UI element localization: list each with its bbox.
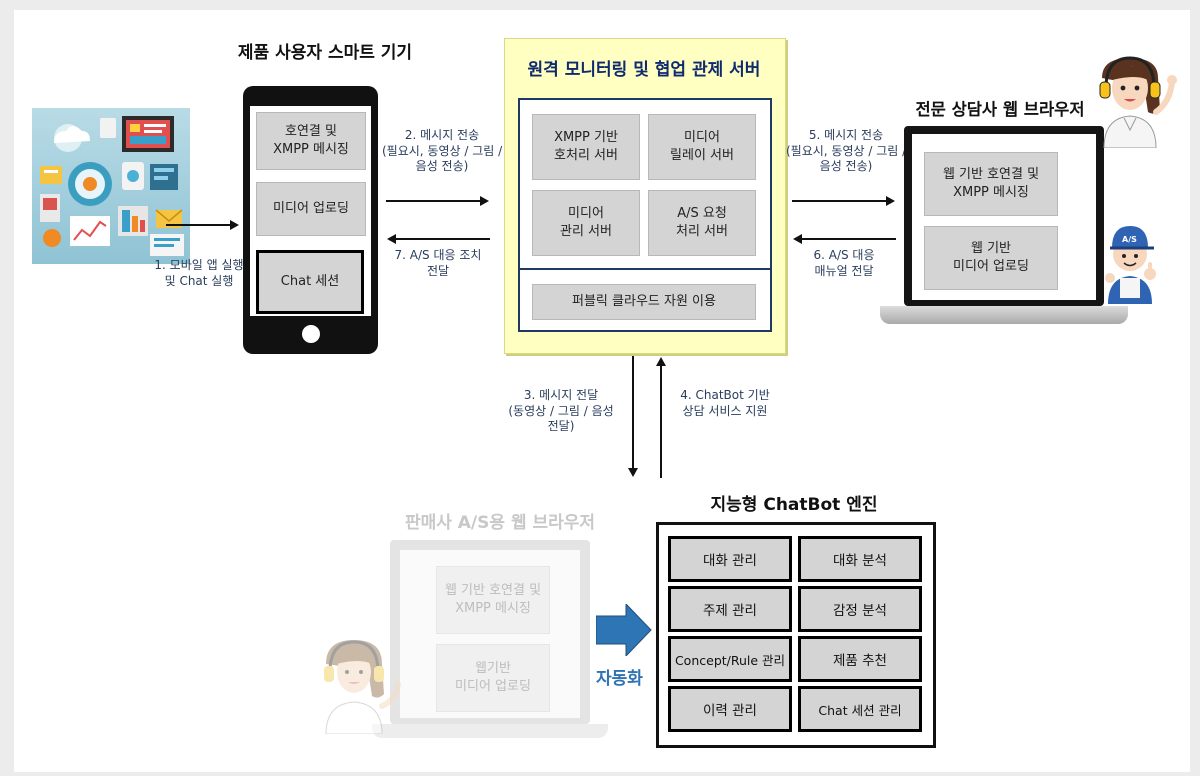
product-recommendation-cell: 제품 추천 xyxy=(798,636,922,682)
expert-title: 전문 상담사 웹 브라우저 xyxy=(915,100,1085,119)
arrow-step-4 xyxy=(655,356,667,482)
as-engineer-avatar: A/S xyxy=(1100,218,1162,304)
as-badge-text: A/S xyxy=(1122,235,1137,244)
dialog-analysis-cell: 대화 분석 xyxy=(798,536,922,582)
mobile-apps-illustration xyxy=(30,88,192,264)
step-5-label: 5. 메시지 전송(필요시, 동영상 / 그림 /음성 전송) xyxy=(786,128,907,174)
topic-management-cell: 주제 관리 xyxy=(668,586,792,632)
arrow-step-5 xyxy=(792,192,896,211)
home-button xyxy=(302,325,320,343)
expert-laptop-base xyxy=(880,306,1128,324)
arrow-step-2 xyxy=(386,192,490,211)
chatbot-title: 지능형 ChatBot 엔진 xyxy=(710,495,878,515)
consultant-avatar xyxy=(1090,56,1180,149)
chat-session-box[interactable]: Chat 세션 xyxy=(256,250,364,314)
public-cloud-box: 퍼블릭 클라우드 자원 이용 xyxy=(532,284,756,320)
media-uploading-box: 미디어 업로딩 xyxy=(256,182,366,236)
smartphone-title: 제품 사용자 스마트 기기 xyxy=(237,43,413,63)
automation-label: 자동화 xyxy=(596,669,643,689)
server-divider xyxy=(518,268,770,270)
arrow-step-6 xyxy=(792,230,896,249)
concept-rule-management-cell: Concept/Rule 관리 xyxy=(668,636,792,682)
automation-arrow xyxy=(595,602,652,660)
step-2-label: 2. 메시지 전송(필요시, 동영상 / 그림 /음성 전송) xyxy=(382,128,503,174)
seller-title: 판매사 A/S용 웹 브라우저 xyxy=(404,513,596,533)
history-management-cell: 이력 관리 xyxy=(668,686,792,732)
dialog-management-cell: 대화 관리 xyxy=(668,536,792,582)
sentiment-analysis-cell: 감정 분석 xyxy=(798,586,922,632)
chat-session-management-cell: Chat 세션 관리 xyxy=(798,686,922,732)
arrow-step-7 xyxy=(386,230,490,249)
seller-laptop-base xyxy=(372,724,608,738)
arrow-step-1 xyxy=(166,216,240,235)
server-title: 원격 모니터링 및 협업 관제 서버 xyxy=(527,60,761,80)
arrow-step-3 xyxy=(627,356,639,482)
seller-consultant-avatar xyxy=(312,634,408,735)
